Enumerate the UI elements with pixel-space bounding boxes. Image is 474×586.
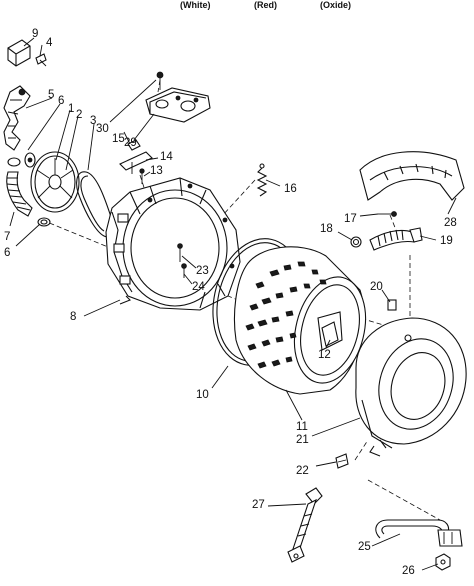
callout-11: 11: [296, 421, 308, 433]
callout-15: 15: [112, 133, 125, 145]
part-1-pulley: [30, 151, 80, 213]
part-14-clip: [119, 151, 153, 174]
part-16-spring: [256, 163, 268, 197]
part-5-hose: [3, 85, 31, 151]
callout-20: 20: [370, 281, 383, 293]
callout-18: 18: [320, 223, 333, 235]
part-9-bracket: [7, 39, 31, 67]
callout-3: 3: [90, 115, 96, 127]
callout-30: 30: [96, 123, 109, 135]
header-oxide: (Oxide): [320, 0, 351, 10]
part-4-clip: [35, 53, 47, 67]
callout-21: 21: [296, 434, 309, 446]
part-15-bracket: [127, 139, 141, 151]
callout-28: 28: [444, 217, 457, 229]
callout-2: 2: [76, 109, 82, 121]
callout-25: 25: [358, 541, 371, 553]
part-18-clamp: [350, 236, 362, 248]
part-28-shroud: [359, 151, 465, 201]
part-24-screw: [181, 263, 187, 278]
callout-9: 9: [32, 28, 38, 40]
callout-19: 19: [440, 235, 453, 247]
part-8-rear-tub: [105, 177, 241, 311]
part-7-corrugated-hose: [6, 171, 33, 217]
callout-1: 1: [68, 103, 74, 115]
part-17-screw: [378, 211, 397, 217]
callout-7: 7: [4, 231, 10, 243]
callout-13: 13: [150, 165, 163, 177]
callout-12: 12: [318, 349, 331, 361]
callout-29: 29: [124, 137, 137, 149]
part-20-fitting: [387, 299, 397, 311]
part-27-shock-absorber: [287, 487, 323, 563]
part-12-baffle: [321, 321, 339, 347]
part-2-hub-bolt: [24, 152, 36, 168]
part-21-front-tub: [355, 317, 467, 457]
part-25-heater: [375, 519, 463, 547]
leader-lines: [9, 37, 457, 571]
callout-14: 14: [160, 151, 173, 163]
callout-16: 16: [284, 183, 297, 195]
callout-10: 10: [196, 389, 209, 401]
part-13-bolt: [139, 168, 145, 184]
callout-22: 22: [296, 465, 309, 477]
callout-26: 26: [402, 565, 415, 577]
part-26-nut: [435, 553, 451, 571]
callout-labels: 9 4 5 6 1 2 3 30 15 29 14 13 16 7 6 23 2…: [4, 28, 457, 577]
part-22-clip: [335, 453, 349, 469]
callout-4: 4: [46, 37, 53, 49]
part-11-drum: [233, 246, 367, 395]
part-3-drive-belt: [76, 171, 113, 238]
part-29-top-weight: [145, 87, 211, 123]
callout-8: 8: [70, 311, 76, 323]
part-23-screw: [177, 243, 183, 262]
callout-6-lower: 6: [4, 247, 10, 259]
part-30-screw: [156, 71, 164, 90]
header-red: (Red): [254, 0, 277, 10]
callout-27: 27: [252, 499, 265, 511]
callout-5: 5: [48, 89, 54, 101]
part-6-clamp-lower: [37, 217, 51, 227]
header-white: (White): [180, 0, 211, 10]
callout-6-upper: 6: [58, 95, 64, 107]
callout-24: 24: [192, 281, 205, 293]
callout-23: 23: [196, 265, 209, 277]
part-6-clamp-upper: [7, 157, 21, 167]
part-19-bellow-hose: [369, 227, 423, 251]
callout-17: 17: [344, 213, 357, 225]
